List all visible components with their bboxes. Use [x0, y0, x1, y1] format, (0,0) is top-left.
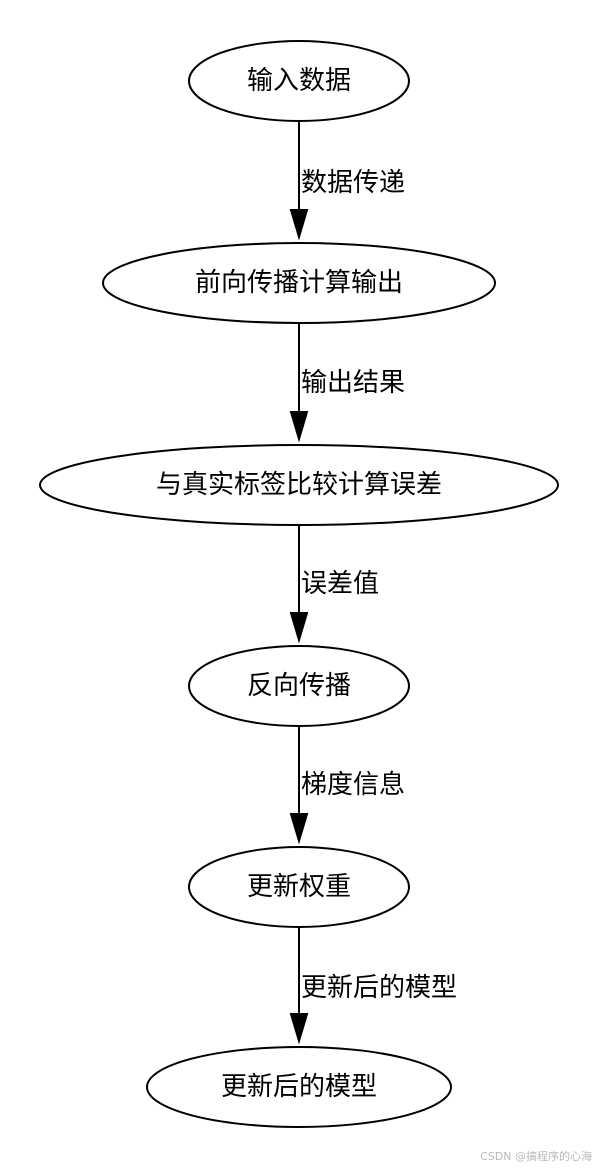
- arrowhead-icon: [289, 1013, 309, 1045]
- arrowhead-icon: [289, 813, 309, 845]
- edge-label: 梯度信息: [301, 770, 405, 800]
- edge-label: 数据传递: [301, 168, 405, 198]
- node-forward: 前向传播计算输出: [102, 242, 496, 324]
- arrowhead-icon: [289, 612, 309, 644]
- node-label: 反向传播: [247, 671, 351, 701]
- edge-label: 更新后的模型: [301, 973, 457, 1003]
- node-label: 更新权重: [247, 872, 351, 902]
- node-update: 更新权重: [188, 846, 410, 928]
- edge-label: 输出结果: [301, 368, 405, 398]
- node-backprop: 反向传播: [188, 645, 410, 727]
- node-label: 前向传播计算输出: [195, 268, 403, 298]
- arrowhead-icon: [289, 209, 309, 241]
- node-model: 更新后的模型: [146, 1046, 452, 1128]
- arrowhead-icon: [289, 411, 309, 443]
- node-input: 输入数据: [188, 40, 410, 122]
- edge-compare-backprop: 误差值: [289, 525, 379, 644]
- edge-input-forward: 数据传递: [289, 121, 405, 241]
- node-label: 更新后的模型: [221, 1072, 377, 1102]
- edge-forward-compare: 输出结果: [289, 323, 405, 443]
- edge-backprop-update: 梯度信息: [289, 726, 405, 845]
- node-label: 输入数据: [247, 66, 351, 96]
- edge-label: 误差值: [301, 569, 379, 599]
- edge-update-model: 更新后的模型: [289, 927, 457, 1045]
- node-label: 与真实标签比较计算误差: [156, 470, 442, 500]
- node-compare: 与真实标签比较计算误差: [39, 444, 559, 526]
- watermark: CSDN @搞程序的心海: [480, 1149, 592, 1163]
